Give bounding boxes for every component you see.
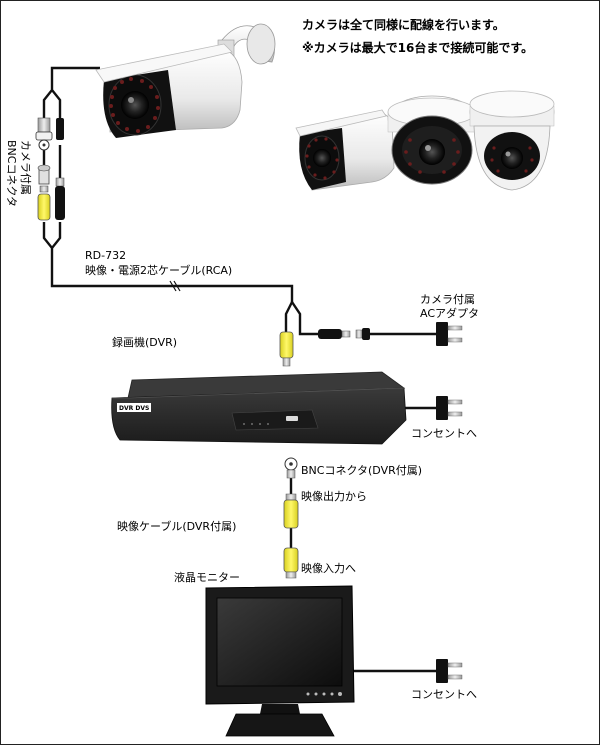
dvr-logo: DVR DVS bbox=[119, 405, 149, 412]
label-camera-bnc-2: BNCコネクタ bbox=[5, 140, 18, 207]
label-video-cable: 映像ケーブル(DVR付属) bbox=[117, 519, 236, 533]
camera-power-plug bbox=[56, 118, 64, 140]
camera-cable bbox=[42, 66, 100, 118]
rca-yellow-connector-camera bbox=[37, 193, 51, 221]
label-monitor: 液晶モニター bbox=[174, 570, 240, 584]
dc-plug-female bbox=[355, 328, 370, 340]
power-jack-camera bbox=[55, 177, 65, 220]
label-monitor-outlet: コンセントへ bbox=[411, 688, 477, 701]
dvr-recorder: DVR DVS bbox=[111, 371, 407, 445]
label-video-out: 映像出力から bbox=[301, 489, 367, 503]
label-dvr: 録画機(DVR) bbox=[112, 335, 177, 349]
cable-break-mark bbox=[169, 280, 181, 292]
note-max-cameras: ※カメラは最大で16台まで接続可能です。 bbox=[302, 40, 533, 55]
video-out-connector bbox=[283, 493, 299, 529]
rca-yellow-connector-dvr bbox=[279, 331, 294, 367]
label-cable-desc: 映像・電源2芯ケーブル(RCA) bbox=[85, 263, 232, 277]
monitor-buttons bbox=[306, 692, 342, 696]
ac-adapter-plug bbox=[436, 322, 463, 346]
bnc-adapter bbox=[37, 164, 51, 193]
bnc-connector-dvr bbox=[284, 457, 298, 479]
camera-bnc-connector bbox=[35, 117, 53, 151]
label-adapter-1: カメラ付属 bbox=[420, 293, 475, 306]
dvr-power-plug bbox=[436, 396, 463, 420]
label-adapter-2: ACアダプタ bbox=[420, 306, 479, 320]
dc-plug-male bbox=[318, 329, 351, 339]
bullet-camera bbox=[95, 23, 276, 138]
label-cable-model: RD-732 bbox=[85, 249, 126, 262]
monitor-power-plug bbox=[436, 659, 463, 683]
label-dvr-outlet: コンセントへ bbox=[411, 427, 477, 440]
dome-camera-1 bbox=[387, 95, 477, 185]
lcd-monitor bbox=[205, 585, 355, 737]
dvr-side-cable bbox=[284, 301, 318, 336]
label-bnc-dvr: BNCコネクタ(DVR付属) bbox=[301, 464, 422, 477]
label-camera-bnc-1: カメラ付属 bbox=[19, 140, 32, 195]
rd732-cable bbox=[42, 222, 294, 302]
video-in-connector bbox=[283, 547, 299, 579]
note-wiring-same: カメラは全て同様に配線を行います。 bbox=[302, 17, 505, 32]
dome-camera-2 bbox=[469, 90, 555, 191]
label-video-in: 映像入力へ bbox=[301, 562, 356, 575]
bullet-camera-small bbox=[295, 109, 395, 191]
